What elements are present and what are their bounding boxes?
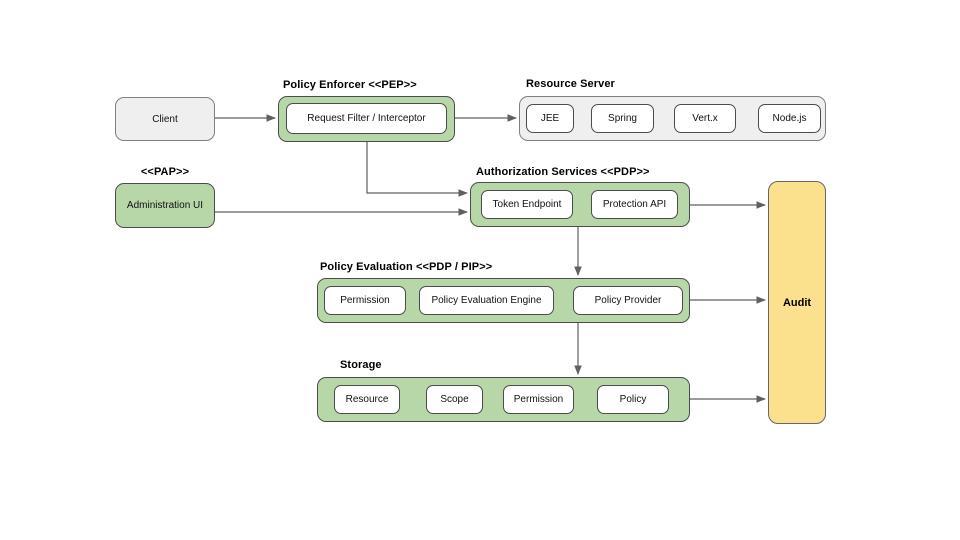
storage-policy-node: Policy	[597, 385, 669, 414]
request-filter-node: Request Filter / Interceptor	[286, 103, 447, 134]
permission-node: Permission	[324, 286, 406, 315]
policy-evaluation-title: Policy Evaluation <<PDP / PIP>>	[320, 261, 493, 273]
token-endpoint-node: Token Endpoint	[481, 190, 573, 219]
policy-enforcer-group: Request Filter / Interceptor	[278, 96, 455, 142]
policy-evaluation-group: Permission Policy Evaluation Engine Poli…	[317, 278, 690, 323]
resource-server-item-vertx: Vert.x	[674, 104, 736, 133]
protection-api-node: Protection API	[591, 190, 678, 219]
policy-enforcer-title: Policy Enforcer <<PEP>>	[283, 79, 417, 91]
storage-group: Resource Scope Permission Policy	[317, 377, 690, 422]
authorization-services-group: Token Endpoint Protection API	[470, 182, 690, 227]
storage-permission-node: Permission	[503, 385, 574, 414]
resource-server-group: JEE Spring Vert.x Node.js	[519, 96, 826, 141]
audit-node: Audit	[768, 181, 826, 424]
resource-server-item-spring: Spring	[591, 104, 654, 133]
administration-ui-node: Administration UI	[115, 183, 215, 228]
storage-resource-node: Resource	[334, 385, 400, 414]
policy-provider-node: Policy Provider	[573, 286, 683, 315]
arrow-request-filter-to-authorization-services	[366, 142, 468, 197]
storage-scope-node: Scope	[426, 385, 483, 414]
resource-server-title: Resource Server	[526, 78, 615, 90]
policy-evaluation-engine-node: Policy Evaluation Engine	[419, 286, 554, 315]
storage-title: Storage	[340, 359, 382, 371]
resource-server-item-nodejs: Node.js	[758, 104, 821, 133]
pap-title: <<PAP>>	[140, 166, 190, 178]
client-node: Client	[115, 97, 215, 141]
resource-server-item-jee: JEE	[526, 104, 574, 133]
authorization-services-title: Authorization Services <<PDP>>	[476, 166, 650, 178]
